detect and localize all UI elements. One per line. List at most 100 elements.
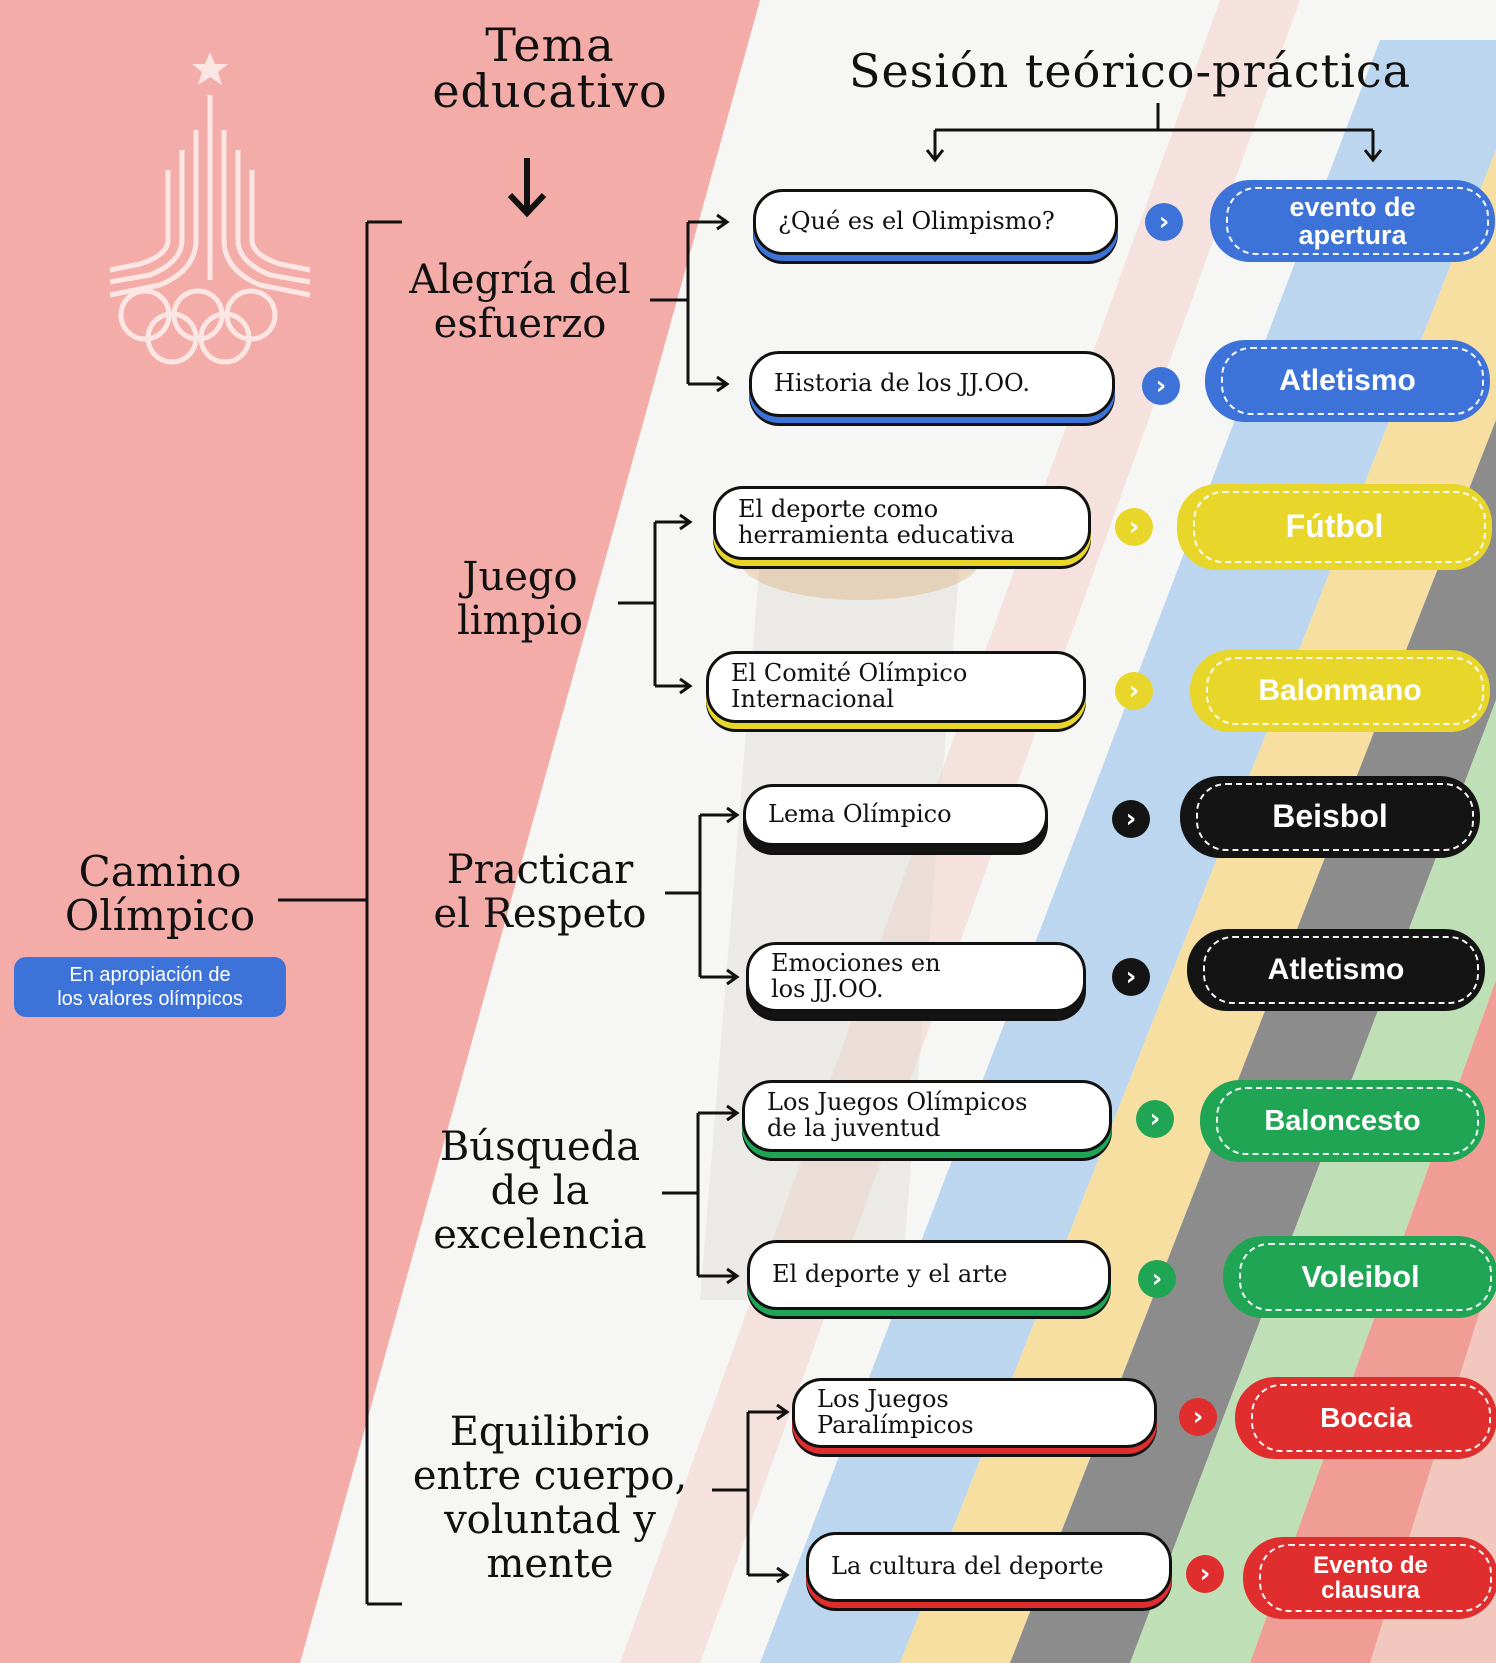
logo-line-l1 (109, 130, 199, 298)
session-label-line: herramienta educativa (738, 521, 1015, 549)
connectors (278, 103, 1383, 1606)
session-label: Lema Olímpico (768, 800, 952, 829)
theme-label-line: Búsqueda (439, 1124, 641, 1170)
theme-label-line: Alegría del (409, 257, 631, 303)
sport-label-line: Fútbol (1285, 508, 1384, 545)
session-label-line: de la juventud (767, 1114, 941, 1142)
t4-s1-head (726, 1104, 740, 1122)
sport-pill: Voleibol (1223, 1236, 1496, 1318)
t3-s1-head (726, 806, 740, 824)
theme-label-line: Practicar (446, 847, 634, 893)
t1-s1-head (716, 213, 730, 231)
sport-label-line: clausura (1321, 1577, 1420, 1604)
ring-5 (198, 311, 252, 365)
chevron-right-icon: › (1145, 203, 1183, 241)
theme-label-line: Juego (462, 554, 578, 600)
theme-label-line: limpio (457, 598, 583, 644)
sport-pill: Atletismo (1187, 929, 1485, 1011)
sport-label: Fútbol (1286, 510, 1384, 544)
theme-label-line: Equilibrio (449, 1409, 651, 1455)
sport-label-line: Atletismo (1279, 364, 1416, 398)
theme-label-line: mente (486, 1541, 614, 1587)
sesion-header: Sesión teórico-práctica (848, 44, 1412, 98)
session-pill: Historia de los JJ.OO. (749, 351, 1115, 417)
t1-s2-head (716, 375, 730, 393)
sport-label-line: evento de (1289, 191, 1416, 222)
sport-label-line: Balonmano (1258, 674, 1422, 708)
session-label: La cultura del deporte (831, 1552, 1104, 1581)
logo-line-r2 (235, 150, 311, 285)
sport-label: Voleibol (1301, 1258, 1420, 1294)
sport-label-line: Beisbol (1272, 798, 1388, 835)
session-label-line: La cultura del deporte (831, 1552, 1104, 1581)
session-label-line: El deporte y el arte (772, 1260, 1008, 1289)
sesion-left-head (925, 149, 945, 163)
chevron-right-icon: › (1115, 508, 1153, 546)
tema-educativo-header: Tema educativo (400, 22, 700, 114)
theme-label-line: voluntad y (444, 1497, 656, 1543)
logo-line-l3 (109, 170, 171, 273)
sport-label-line: Voleibol (1301, 1258, 1420, 1294)
sport-label-line: Evento de (1313, 1551, 1428, 1579)
sport-label: Baloncesto (1264, 1104, 1421, 1137)
bg-pink-panel (0, 0, 760, 1663)
sport-label-line: Baloncesto (1264, 1104, 1421, 1137)
chevron-right-icon: › (1138, 1260, 1176, 1298)
chevron-right-icon: › (1186, 1555, 1224, 1593)
session-label: Historia de los JJ.OO. (774, 370, 1030, 397)
sport-label: Beisbol (1272, 800, 1388, 834)
root-subtitle-badge: En apropiación de los valores olímpicos (14, 957, 286, 1017)
logo-line-l2 (109, 150, 185, 285)
sport-pill: Balonmano (1190, 650, 1490, 732)
sport-pill: Boccia (1235, 1377, 1496, 1459)
sport-label-line: Atletismo (1267, 953, 1405, 987)
theme-label-line: de la (490, 1168, 590, 1214)
badge-line-1: En apropiación de (69, 964, 231, 986)
theme-label-line: el Respeto (433, 891, 647, 937)
theme-label-line: excelencia (433, 1212, 647, 1258)
sesion-right-head (1363, 149, 1383, 163)
t2-s1-head (679, 513, 693, 531)
chevron-right-icon: › (1179, 1398, 1217, 1436)
chevron-right-icon: › (1112, 800, 1150, 838)
logo-line-r1 (221, 130, 311, 298)
theme-label-line: entre cuerpo, (412, 1453, 688, 1499)
root-title-line-2: Olímpico (64, 891, 256, 941)
session-label: El deporte y el arte (772, 1260, 1008, 1289)
star-icon (192, 52, 228, 85)
ring-4 (145, 311, 199, 365)
session-label-line: Los Juegos (817, 1385, 949, 1414)
root-title: Camino Olímpico (30, 849, 290, 941)
session-label-line: Lema Olímpico (768, 800, 952, 829)
sport-pill: Atletismo (1205, 340, 1490, 422)
session-pill: La cultura del deporte (806, 1532, 1172, 1602)
t5-s1-head (776, 1403, 790, 1421)
sport-label: Atletismo (1268, 954, 1405, 986)
sport-pill: Beisbol (1180, 776, 1480, 858)
badge-line-2: los valores olímpicos (57, 988, 243, 1010)
session-label-line: Emociones en (771, 949, 941, 978)
chevron-right-icon: › (1136, 1100, 1174, 1138)
session-label: ¿Qué es el Olimpismo? (778, 207, 1055, 236)
sport-pill: Fútbol (1177, 484, 1492, 570)
sport-label: Atletismo (1279, 365, 1416, 397)
sport-label-line: apertura (1298, 220, 1407, 250)
sport-label-line: Boccia (1320, 1402, 1412, 1434)
sport-label: Balonmano (1258, 675, 1421, 707)
session-label-line: ¿Qué es el Olimpismo? (778, 207, 1055, 236)
chevron-right-icon: › (1112, 958, 1150, 996)
sport-pill: Baloncesto (1200, 1080, 1485, 1162)
olympic-logo (109, 52, 311, 365)
